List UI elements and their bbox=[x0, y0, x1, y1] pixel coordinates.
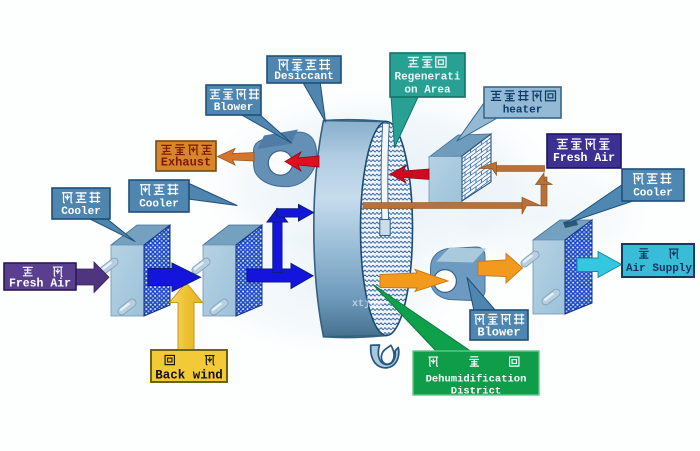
svg-text:Blower: Blower bbox=[214, 102, 254, 114]
svg-text:Cooler: Cooler bbox=[61, 206, 101, 218]
svg-text:Fresh Air: Fresh Air bbox=[9, 278, 71, 291]
svg-text:District: District bbox=[451, 386, 501, 398]
svg-text:on Area: on Area bbox=[404, 85, 451, 97]
svg-text:Cooler: Cooler bbox=[633, 188, 673, 200]
svg-text:Blower: Blower bbox=[477, 326, 520, 340]
svg-text:heater: heater bbox=[503, 105, 543, 117]
svg-text:Exhaust: Exhaust bbox=[161, 156, 211, 170]
svg-text:xtjqw: xtjqw bbox=[352, 298, 382, 310]
svg-text:Cooler: Cooler bbox=[139, 199, 179, 211]
svg-text:Regenerati: Regenerati bbox=[394, 72, 460, 84]
svg-text:Desiccant: Desiccant bbox=[274, 71, 333, 83]
svg-text:Fresh Air: Fresh Air bbox=[553, 152, 615, 165]
svg-text:Dehumidification: Dehumidification bbox=[426, 374, 527, 386]
svg-text:Back wind: Back wind bbox=[155, 369, 223, 383]
svg-text:Air Supply: Air Supply bbox=[626, 263, 692, 275]
